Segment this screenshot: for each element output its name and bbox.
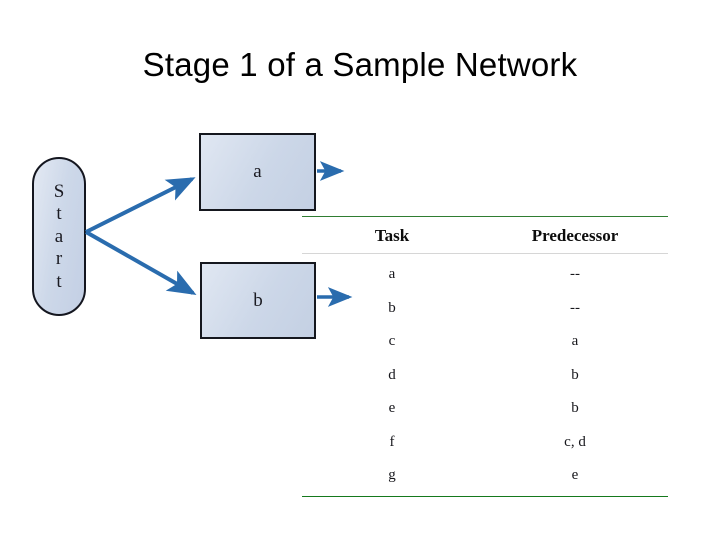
start-letter-3: a	[54, 225, 64, 247]
cell-task: b	[388, 299, 396, 316]
start-letter-2: t	[56, 203, 62, 225]
node-task-b[interactable]: b	[200, 262, 316, 339]
column-header-task: Task	[374, 226, 410, 245]
table-row: b --	[302, 292, 668, 326]
cell-predecessor: b	[571, 400, 579, 417]
table-row: f c, d	[302, 426, 668, 460]
cell-predecessor: a	[571, 333, 579, 350]
cell-task: e	[388, 400, 396, 417]
cell-task: a	[388, 266, 396, 283]
cell-predecessor: e	[571, 467, 579, 484]
start-letter-1: S	[53, 181, 65, 203]
cell-task: f	[389, 433, 395, 450]
table-row: g e	[302, 459, 668, 493]
node-task-a-label: a	[253, 161, 262, 182]
table-header-row: Task Predecessor	[302, 217, 668, 253]
cell-predecessor: --	[570, 266, 580, 283]
table-row: a --	[302, 258, 668, 292]
cell-predecessor: --	[570, 299, 580, 316]
cell-predecessor: b	[571, 366, 579, 383]
table-top-rule	[302, 216, 668, 217]
table-row: c a	[302, 325, 668, 359]
edge-start-to-b	[85, 230, 197, 295]
node-task-b-label: b	[253, 289, 263, 311]
node-task-a[interactable]: a	[199, 133, 316, 211]
cell-predecessor: c, d	[564, 433, 586, 450]
node-start[interactable]: S t a r t	[32, 157, 86, 316]
table-bottom-rule	[302, 495, 668, 497]
node-start-label: S t a r t	[34, 159, 84, 314]
cell-task: c	[388, 333, 396, 350]
table-header-rule	[302, 253, 668, 254]
predecessor-table: Task Predecessor a -- b -- c a d b e	[302, 216, 668, 497]
edge-start-to-a	[85, 177, 196, 234]
cell-task: g	[388, 467, 396, 484]
column-header-predecessor: Predecessor	[531, 226, 619, 245]
start-letter-4: r	[55, 248, 63, 270]
cell-task: d	[388, 366, 396, 383]
table-body: a -- b -- c a d b e b f c, d	[302, 254, 668, 496]
table-row: e b	[302, 392, 668, 426]
page-title: Stage 1 of a Sample Network	[142, 46, 578, 83]
start-letter-5: t	[56, 270, 62, 292]
table-row: d b	[302, 359, 668, 393]
